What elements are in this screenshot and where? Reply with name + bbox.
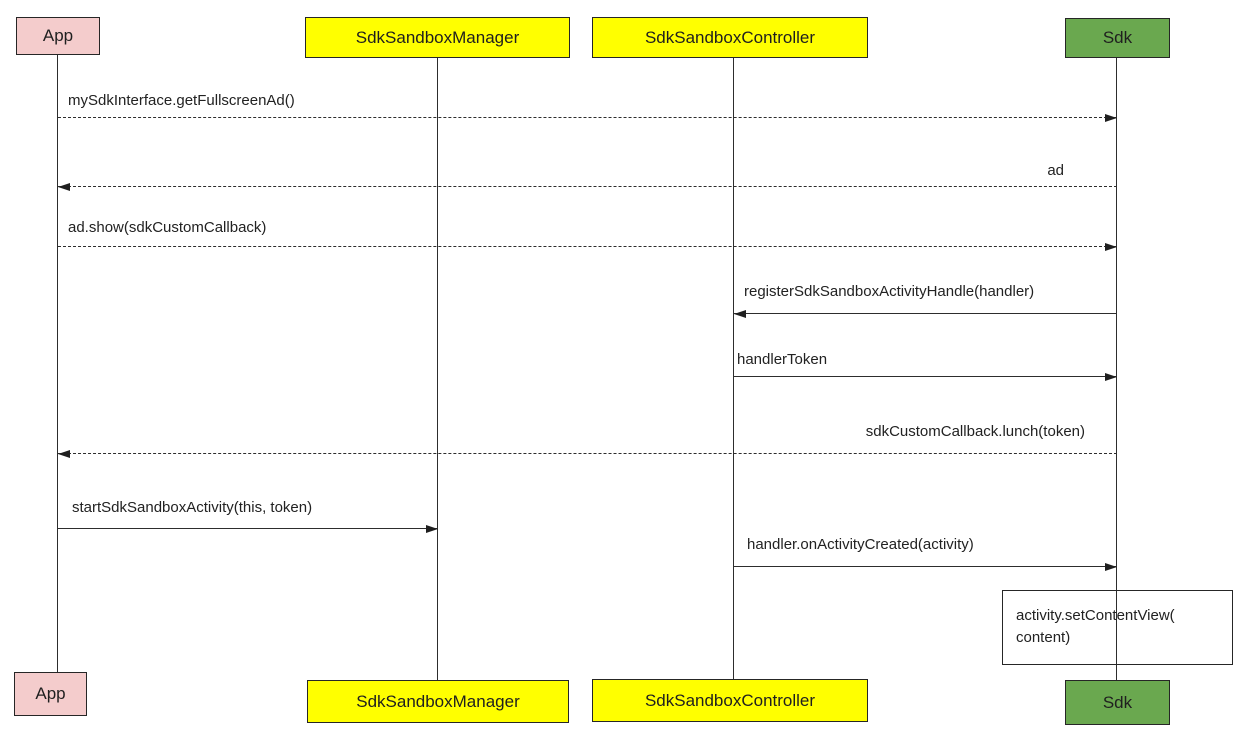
message-label: sdkCustomCallback.lunch(token) [865,423,1085,440]
arrowhead-right-icon [1105,242,1117,251]
message-label: mySdkInterface.getFullscreenAd() [68,92,295,109]
lifeline-app [56,55,58,672]
message-line [733,566,1117,568]
lifeline-manager [436,58,438,680]
message-label: startSdkSandboxActivity(this, token) [72,499,313,516]
arrowhead-right-icon [425,524,438,533]
actor-manager-top: SdkSandboxManager [305,17,570,58]
actor-controller-top: SdkSandboxController [592,17,868,58]
arrowhead-left-icon [57,449,70,458]
actor-sdk-top: Sdk [1065,18,1170,58]
message-line [733,376,1117,378]
actor-app-bottom: App [14,672,87,716]
message-label: ad.show(sdkCustomCallback) [68,219,267,236]
message-line [57,246,1117,248]
lifeline-controller [732,58,734,679]
arrowhead-right-icon [1105,113,1117,122]
lifeline-sdk [1116,58,1118,680]
arrowhead-left-icon [57,182,70,191]
message-line [57,528,438,530]
message-line [57,117,1117,119]
arrowhead-right-icon [1105,562,1117,571]
note-activity-setcontentview: activity.setContentView( content) [1002,590,1233,665]
message-label: registerSdkSandboxActivityHandle(handler… [744,283,1035,300]
arrowhead-right-icon [1105,372,1117,381]
actor-controller-bottom: SdkSandboxController [592,679,868,722]
message-label: ad [1047,162,1064,179]
actor-app-top: App [16,17,100,55]
message-label: handler.onActivityCreated(activity) [747,536,974,553]
message-line [57,186,1117,188]
actor-sdk-bottom: Sdk [1065,680,1170,725]
message-line [57,453,1117,455]
message-line [733,313,1117,315]
arrowhead-left-icon [733,309,746,318]
actor-manager-bottom: SdkSandboxManager [307,680,569,723]
message-label: handlerToken [737,351,828,368]
